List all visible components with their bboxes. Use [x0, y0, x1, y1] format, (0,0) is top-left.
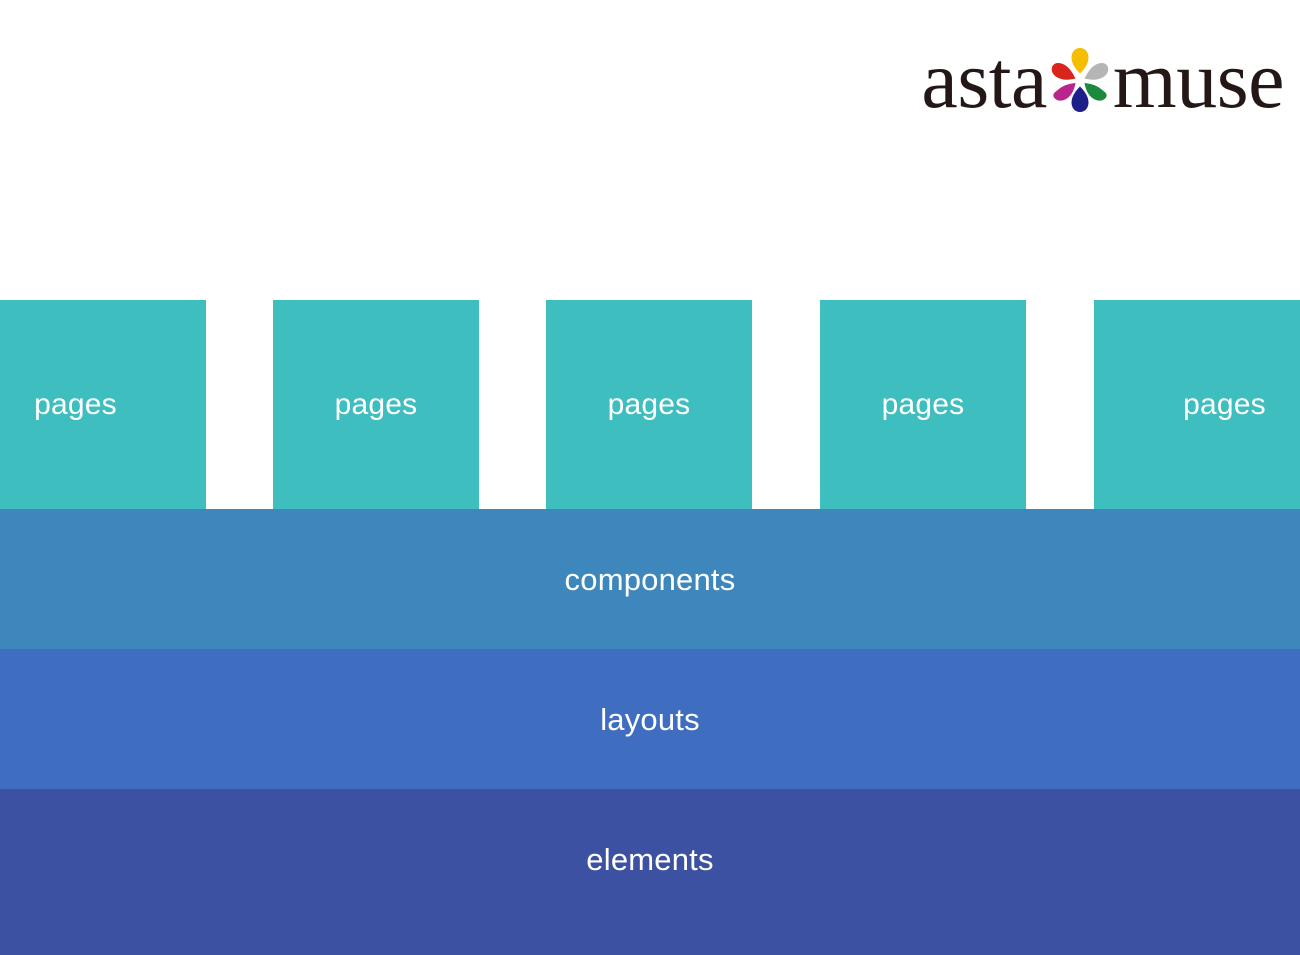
- pages-box-label: pages: [1183, 387, 1266, 421]
- pages-box-label: pages: [881, 387, 965, 421]
- flower-petal-logo-icon: [1051, 48, 1109, 112]
- layer-bar-elements: elements: [0, 789, 1300, 955]
- pages-box-label: pages: [607, 387, 691, 421]
- pages-box-4: pages: [820, 300, 1026, 509]
- logo-word-muse: muse: [1112, 34, 1285, 125]
- astamuse-logo: asta muse: [828, 34, 1284, 126]
- pages-box-2: pages: [273, 300, 479, 509]
- layer-label-layouts: layouts: [600, 701, 700, 737]
- pages-box-3: pages: [546, 300, 752, 509]
- layer-label-elements: elements: [586, 841, 714, 877]
- layer-bar-components: components: [0, 509, 1300, 649]
- pages-row: pages pages pages pages pages: [0, 300, 1300, 509]
- layer-label-components: components: [564, 561, 736, 597]
- pages-box-label: pages: [334, 387, 418, 421]
- pages-box-label: pages: [34, 387, 117, 421]
- pages-box-1: pages: [0, 300, 206, 509]
- layer-bar-layouts: layouts: [0, 649, 1300, 789]
- pages-box-5: pages: [1094, 300, 1300, 509]
- logo-word-asta: asta: [921, 34, 1047, 125]
